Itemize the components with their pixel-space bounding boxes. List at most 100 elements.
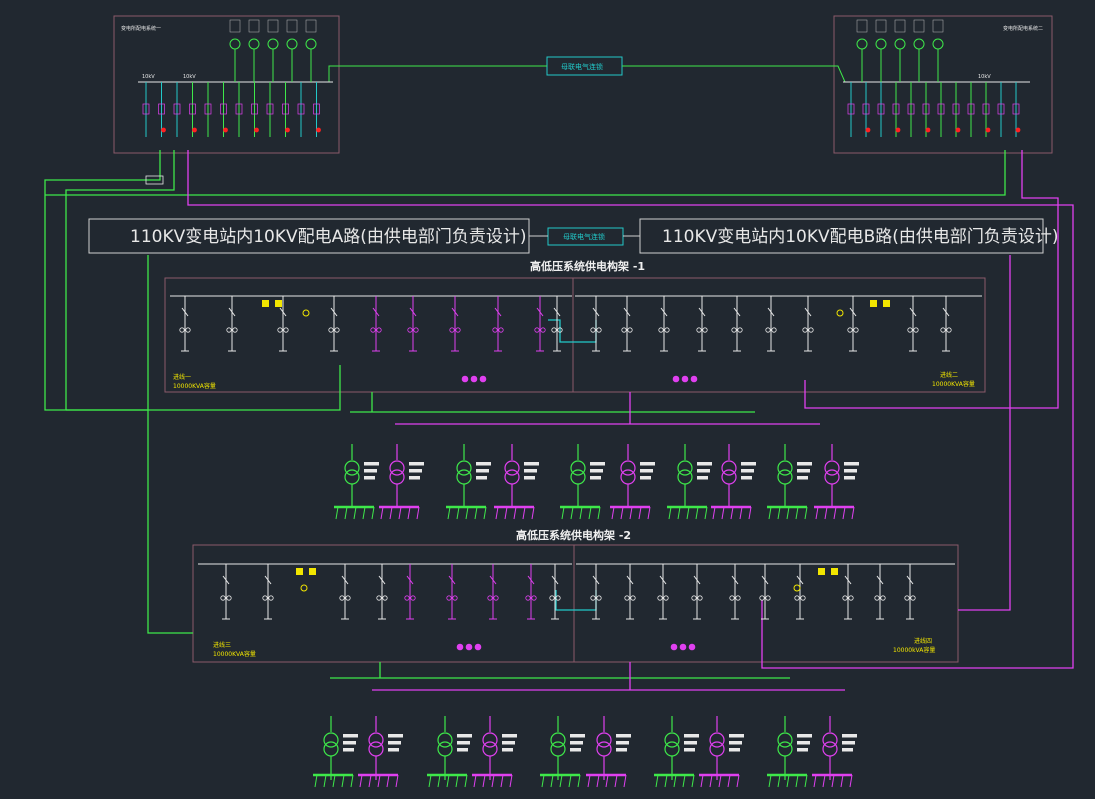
transformer-label-bar-r2-1-2 xyxy=(388,748,399,752)
top-meter-box xyxy=(145,175,164,185)
frame2-left-ct-a-7 xyxy=(525,595,531,601)
transformer-label-bar-r2-9-2 xyxy=(842,748,853,752)
transformer-label-bar-r1-0-2 xyxy=(364,476,375,480)
frame2-left-ct-b-3 xyxy=(382,595,388,601)
yellow-meter-2 xyxy=(300,584,308,592)
transformer-secondary-r2-9 xyxy=(822,741,838,757)
transformer-label-bar-r2-4-1 xyxy=(570,741,583,745)
frame1-right-switch-8 xyxy=(909,307,917,317)
frame1-left-ct-b-3 xyxy=(334,327,340,333)
low-feeder-r1-4-3 xyxy=(588,506,592,520)
frame2-right-ct-b-6 xyxy=(800,595,806,601)
low-feeder-r1-2-1 xyxy=(456,506,460,520)
low-feeder-r1-0-1 xyxy=(344,506,348,520)
frame1-right-switch-5 xyxy=(767,307,775,317)
low-feeder-r2-0-3 xyxy=(341,774,345,788)
transformer-label-bar-r2-5-2 xyxy=(616,748,627,752)
frame1-left-ct-b-9 xyxy=(557,327,563,333)
low-feeder-r2-3-4 xyxy=(509,774,513,788)
transformer-label-bar-r1-8-1 xyxy=(797,469,810,473)
frame2-title: 高低压系统供电构架 -2 xyxy=(516,528,631,542)
transformer-primary-r2-7 xyxy=(709,732,725,748)
generator-symbol-right-2 xyxy=(894,38,906,50)
transformer-label-bar-r2-3-2 xyxy=(502,748,513,752)
low-feeder-r2-0-2 xyxy=(332,774,336,788)
transformer-label-bar-r2-8-0 xyxy=(797,734,812,738)
frame2-left-switch-4 xyxy=(406,575,414,585)
transformer-label-bar-r2-2-0 xyxy=(457,734,472,738)
frame2-right-switch-8 xyxy=(876,575,884,585)
low-feeder-r1-2-3 xyxy=(474,506,478,520)
low-feeder-r1-7-0 xyxy=(712,506,716,520)
generator-tag-left-3 xyxy=(286,19,298,33)
top-red-indicator-left-5 xyxy=(223,127,228,133)
top-breaker-right-2 xyxy=(877,103,885,115)
top-right-system-frame xyxy=(833,15,1053,154)
frame1-right-ct-a-1 xyxy=(621,327,627,333)
top-red-indicator-right-7 xyxy=(955,127,961,133)
transformer-secondary-r2-0 xyxy=(323,741,339,757)
frame2-inlet-right-cap: 10000kVA容量 xyxy=(893,646,935,654)
yellow-indicator-6 xyxy=(818,568,825,575)
frame1-right-ct-b-2 xyxy=(664,327,670,333)
frame2-right-switch-1 xyxy=(626,575,634,585)
low-feeder-r1-2-4 xyxy=(483,506,487,520)
transformer-primary-r2-5 xyxy=(596,732,612,748)
top-red-indicator-right-5 xyxy=(925,127,931,133)
frame2-left-ct-a-5 xyxy=(446,595,452,601)
yellow-indicator-7 xyxy=(831,568,838,575)
top-breaker-left-4 xyxy=(204,103,212,115)
frame1-left-ct-b-4 xyxy=(376,327,382,333)
frame2-inlet-left-cap: 10000KVA容量 xyxy=(213,650,256,658)
low-feeder-r2-1-0 xyxy=(359,774,363,788)
low-feeder-r2-9-1 xyxy=(822,774,826,788)
frame1-left-switch-7 xyxy=(494,307,502,317)
frame1-right-ct-a-8 xyxy=(907,327,913,333)
transformer-label-bar-r1-6-1 xyxy=(697,469,710,473)
yellow-meter-0 xyxy=(302,309,310,317)
low-feeder-r1-2-2 xyxy=(465,506,469,520)
top-red-indicator-right-9 xyxy=(985,127,991,133)
low-feeder-r2-5-0 xyxy=(587,774,591,788)
transformer-primary-r1-3 xyxy=(504,460,520,476)
frame2-left-ct-a-0 xyxy=(220,595,226,601)
frame2-left-panel xyxy=(192,544,575,663)
transformer-label-bar-r1-3-0 xyxy=(524,462,539,466)
low-feeder-r2-6-2 xyxy=(673,774,677,788)
feeder-b-label: 110KV变电站内10KV配电B路(由供电部门负责设计) xyxy=(662,227,1059,247)
transformer-primary-r2-4 xyxy=(550,732,566,748)
frame2-right-switch-9 xyxy=(906,575,914,585)
transformer-primary-r2-2 xyxy=(437,732,453,748)
top-red-indicator-left-1 xyxy=(161,127,166,133)
low-feeder-r2-0-4 xyxy=(350,774,354,788)
frame1-right-ct-b-1 xyxy=(627,327,633,333)
top-red-indicator-left-11 xyxy=(316,127,321,133)
low-feeder-r1-8-2 xyxy=(786,506,790,520)
low-feeder-r2-4-3 xyxy=(568,774,572,788)
low-feeder-r1-1-0 xyxy=(380,506,384,520)
frame2-left-ct-b-1 xyxy=(268,595,274,601)
feeder-a-label: 110KV变电站内10KV配电A路(由供电部门负责设计) xyxy=(130,227,527,247)
low-feeder-r1-3-3 xyxy=(522,506,526,520)
top-left-system-frame xyxy=(113,15,340,154)
low-feeder-r2-1-3 xyxy=(386,774,390,788)
low-feeder-r2-2-3 xyxy=(455,774,459,788)
frame2-left-ct-a-1 xyxy=(262,595,268,601)
yellow-indicator-3 xyxy=(883,300,890,307)
frame1-left-switch-6 xyxy=(451,307,459,317)
ellipsis-dot-10 xyxy=(679,643,687,651)
low-feeder-r1-4-2 xyxy=(579,506,583,520)
frame2-left-ct-a-6 xyxy=(487,595,493,601)
frame1-left-ct-b-2 xyxy=(283,327,289,333)
generator-tag-right-0 xyxy=(856,19,868,33)
magenta-loop-right xyxy=(187,150,1074,669)
transformer-primary-r1-9 xyxy=(824,460,840,476)
transformer-primary-r2-6 xyxy=(664,732,680,748)
low-feeder-r2-3-2 xyxy=(491,774,495,788)
generator-tag-left-1 xyxy=(248,19,260,33)
transformer-label-bar-r2-1-1 xyxy=(388,741,401,745)
transformer-label-bar-r1-6-2 xyxy=(697,476,708,480)
generator-tag-right-1 xyxy=(875,19,887,33)
top-left-system-label: 变电所配电系统一 xyxy=(121,25,161,32)
yellow-meter-3 xyxy=(793,584,801,592)
